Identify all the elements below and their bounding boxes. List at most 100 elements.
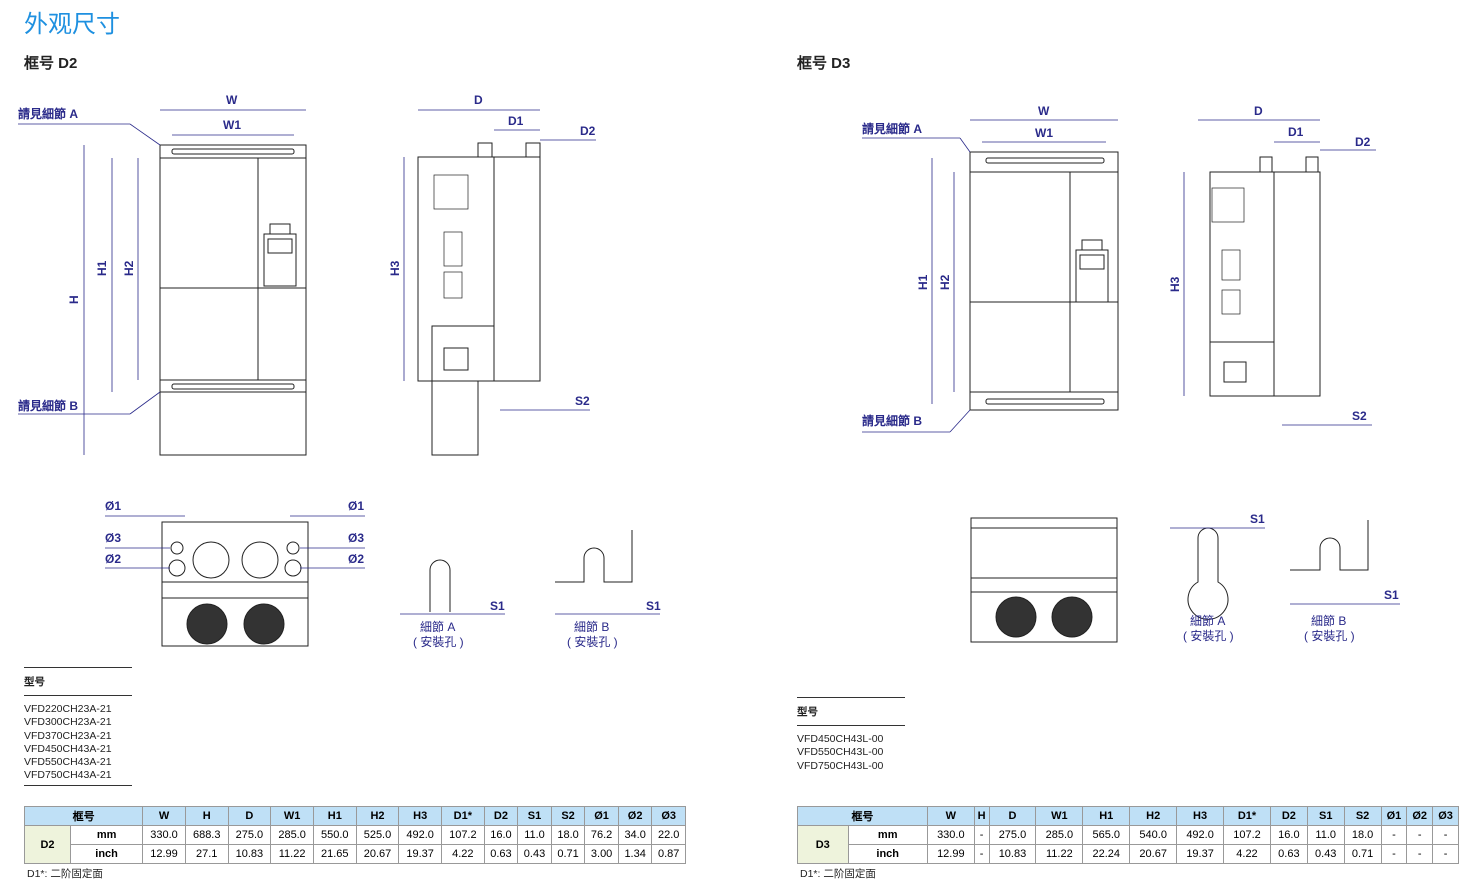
dim-s1-b: S1 [646, 599, 661, 613]
d3-front-view [969, 151, 1119, 411]
value-cell: - [973, 825, 990, 845]
d3-detail-a-label: 細節 A [1190, 613, 1225, 628]
frame-cell: D2 [24, 825, 71, 864]
detail-b-sub: ( 安裝孔 ) [567, 634, 618, 649]
table-header-cell: Ø1 [584, 806, 619, 826]
value-cell: 0.63 [1269, 844, 1308, 864]
table-header-cell: D [227, 806, 272, 826]
value-cell: 525.0 [355, 825, 400, 845]
d3-detail-a-sub: ( 安裝孔 ) [1183, 628, 1234, 643]
d3-dim-s1-a: S1 [1250, 512, 1265, 526]
table-header-cell: Ø3 [1432, 806, 1459, 826]
value-cell: 285.0 [1035, 825, 1084, 845]
dim-d1: D1 [508, 114, 524, 128]
value-cell: - [973, 844, 990, 864]
dim-o2-left: Ø2 [105, 552, 121, 566]
value-cell: 18.0 [550, 825, 586, 845]
value-cell: 16.0 [483, 825, 519, 845]
value-cell: 275.0 [988, 825, 1037, 845]
value-cell: 16.0 [1269, 825, 1308, 845]
model-item: VFD220CH23A-21 [24, 703, 112, 715]
table-header-cell: H2 [1129, 806, 1178, 826]
model-item: VFD450CH43A-21 [24, 742, 112, 755]
table-header-cell: S2 [550, 806, 586, 826]
dim-d2: D2 [580, 124, 596, 138]
d3-dim-s2: S2 [1352, 409, 1367, 423]
table-header-cell: D1* [441, 806, 485, 826]
dim-h3: H3 [388, 260, 402, 276]
table-header-cell: H [184, 806, 229, 826]
table-header-cell: H [973, 806, 990, 826]
table-header-cell: H1 [312, 806, 357, 826]
d3-dim-w1: W1 [1035, 126, 1053, 140]
d3-callout-detail-b: 請見細節 B [862, 413, 922, 428]
value-cell: 76.2 [584, 825, 619, 845]
value-cell: 0.87 [651, 844, 686, 864]
value-cell: 0.63 [483, 844, 519, 864]
value-cell: 27.1 [184, 844, 229, 864]
value-cell: 11.22 [270, 844, 314, 864]
value-cell: 19.37 [1176, 844, 1225, 864]
dim-o3-right: Ø3 [348, 531, 364, 545]
d2-note: D1*: 二阶固定面 [27, 868, 103, 880]
unit-cell: mm [69, 825, 144, 845]
value-cell: 107.2 [441, 825, 485, 845]
table-header-cell: H3 [1176, 806, 1225, 826]
callout-detail-a: 請見細節 A [18, 106, 78, 121]
value-cell: 330.0 [142, 825, 186, 845]
value-cell: 0.43 [517, 844, 552, 864]
d3-dim-d2: D2 [1355, 135, 1371, 149]
value-cell: 4.22 [1223, 844, 1271, 864]
table-header-cell: Ø2 [1406, 806, 1434, 826]
d3-drawings: W W1 H1 H2 H3 D D1 D2 S2 請見細節 A 請見細節 B S… [862, 104, 1400, 643]
d3-note: D1*: 二阶固定面 [800, 868, 876, 880]
value-cell: - [1380, 825, 1408, 845]
dim-o1-right: Ø1 [348, 499, 364, 513]
value-cell: 12.99 [142, 844, 186, 864]
d2-drawings: W W1 H H1 H2 H3 D D1 D2 S2 請見細節 A 請見細節 B… [18, 93, 661, 649]
d3-dim-s1-b: S1 [1384, 588, 1399, 602]
page-title: 外观尺寸 [24, 11, 120, 38]
value-cell: - [1432, 844, 1459, 864]
table-header-cell: Ø2 [617, 806, 653, 826]
table-header-cell: H3 [398, 806, 442, 826]
value-cell: - [1432, 825, 1459, 845]
unit-cell: inch [69, 844, 144, 864]
table-header-cell: H1 [1082, 806, 1131, 826]
frame-d3-title: 框号 D3 [797, 55, 851, 72]
d2-bottom-view [161, 521, 309, 647]
value-cell: 565.0 [1082, 825, 1131, 845]
value-cell: 550.0 [312, 825, 357, 845]
value-cell: 10.83 [988, 844, 1037, 864]
d3-dim-h3: H3 [1168, 276, 1182, 292]
d3-dim-w: W [1038, 104, 1050, 118]
value-cell: 540.0 [1129, 825, 1178, 845]
model-item: VFD300CH23A-21 [24, 716, 112, 729]
d2-side-view [417, 156, 495, 382]
dim-h1: H1 [95, 260, 109, 276]
value-cell: 22.24 [1082, 844, 1131, 864]
value-cell: 34.0 [617, 825, 653, 845]
dim-h: H [67, 295, 81, 304]
table-header-cell: 框号 [23, 806, 144, 826]
value-cell: 20.67 [355, 844, 400, 864]
callout-detail-b: 請見細節 B [18, 398, 78, 413]
dim-h2: H2 [122, 260, 136, 276]
model-item: VFD450CH43L-00 [797, 733, 884, 745]
dim-o2-right: Ø2 [348, 552, 364, 566]
value-cell: 330.0 [926, 825, 975, 845]
value-cell: 11.0 [1306, 825, 1345, 845]
value-cell: 20.67 [1129, 844, 1178, 864]
table-header-cell: D [988, 806, 1037, 826]
value-cell: 10.83 [227, 844, 272, 864]
table-header-cell: Ø1 [1380, 806, 1408, 826]
table-header-cell: Ø3 [651, 806, 686, 826]
unit-cell: mm [847, 825, 928, 845]
value-cell: 22.0 [651, 825, 686, 845]
value-cell: 12.99 [926, 844, 975, 864]
